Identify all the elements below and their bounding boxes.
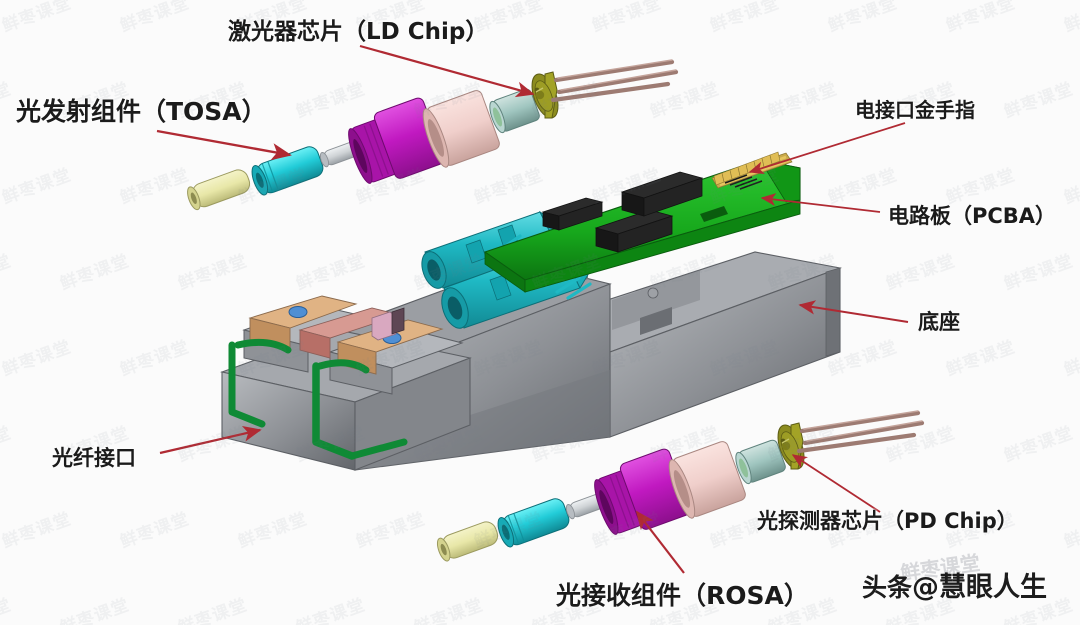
leader-pcba bbox=[760, 193, 881, 213]
attribution: 头条@慧眼人生 bbox=[862, 565, 1047, 604]
leader-tosa bbox=[156, 129, 292, 161]
attribution-prefix: 头条 bbox=[862, 573, 913, 602]
label-rosa: 光接收组件（ROSA） bbox=[556, 581, 809, 610]
tosa-assembly-parts bbox=[187, 59, 679, 211]
leader-rosa bbox=[635, 510, 685, 574]
leader-lines bbox=[156, 44, 909, 574]
fiber-port-connector bbox=[220, 295, 472, 471]
attribution-handle: @慧眼人生 bbox=[912, 572, 1048, 603]
label-pd-chip: 光探测器芯片（PD Chip） bbox=[757, 509, 1018, 533]
label-tosa: 光发射组件（TOSA） bbox=[16, 97, 267, 126]
label-fiber-port: 光纤接口 bbox=[52, 446, 136, 470]
rosa-assembly-parts bbox=[436, 410, 925, 562]
label-ld-chip: 激光器芯片（LD Chip） bbox=[228, 19, 489, 45]
leader-ld-chip bbox=[359, 44, 535, 98]
label-gold-fingers: 电接口金手指 bbox=[855, 98, 975, 122]
leader-base bbox=[798, 300, 909, 323]
label-pcba: 电路板（PCBA） bbox=[888, 204, 1057, 228]
leader-fingers bbox=[748, 122, 906, 175]
leader-fiber bbox=[159, 426, 262, 455]
label-base: 底座 bbox=[918, 310, 960, 334]
pcb-chips bbox=[541, 171, 704, 253]
ld-chip-to-can bbox=[531, 59, 679, 119]
leader-pd-chip bbox=[791, 454, 881, 513]
